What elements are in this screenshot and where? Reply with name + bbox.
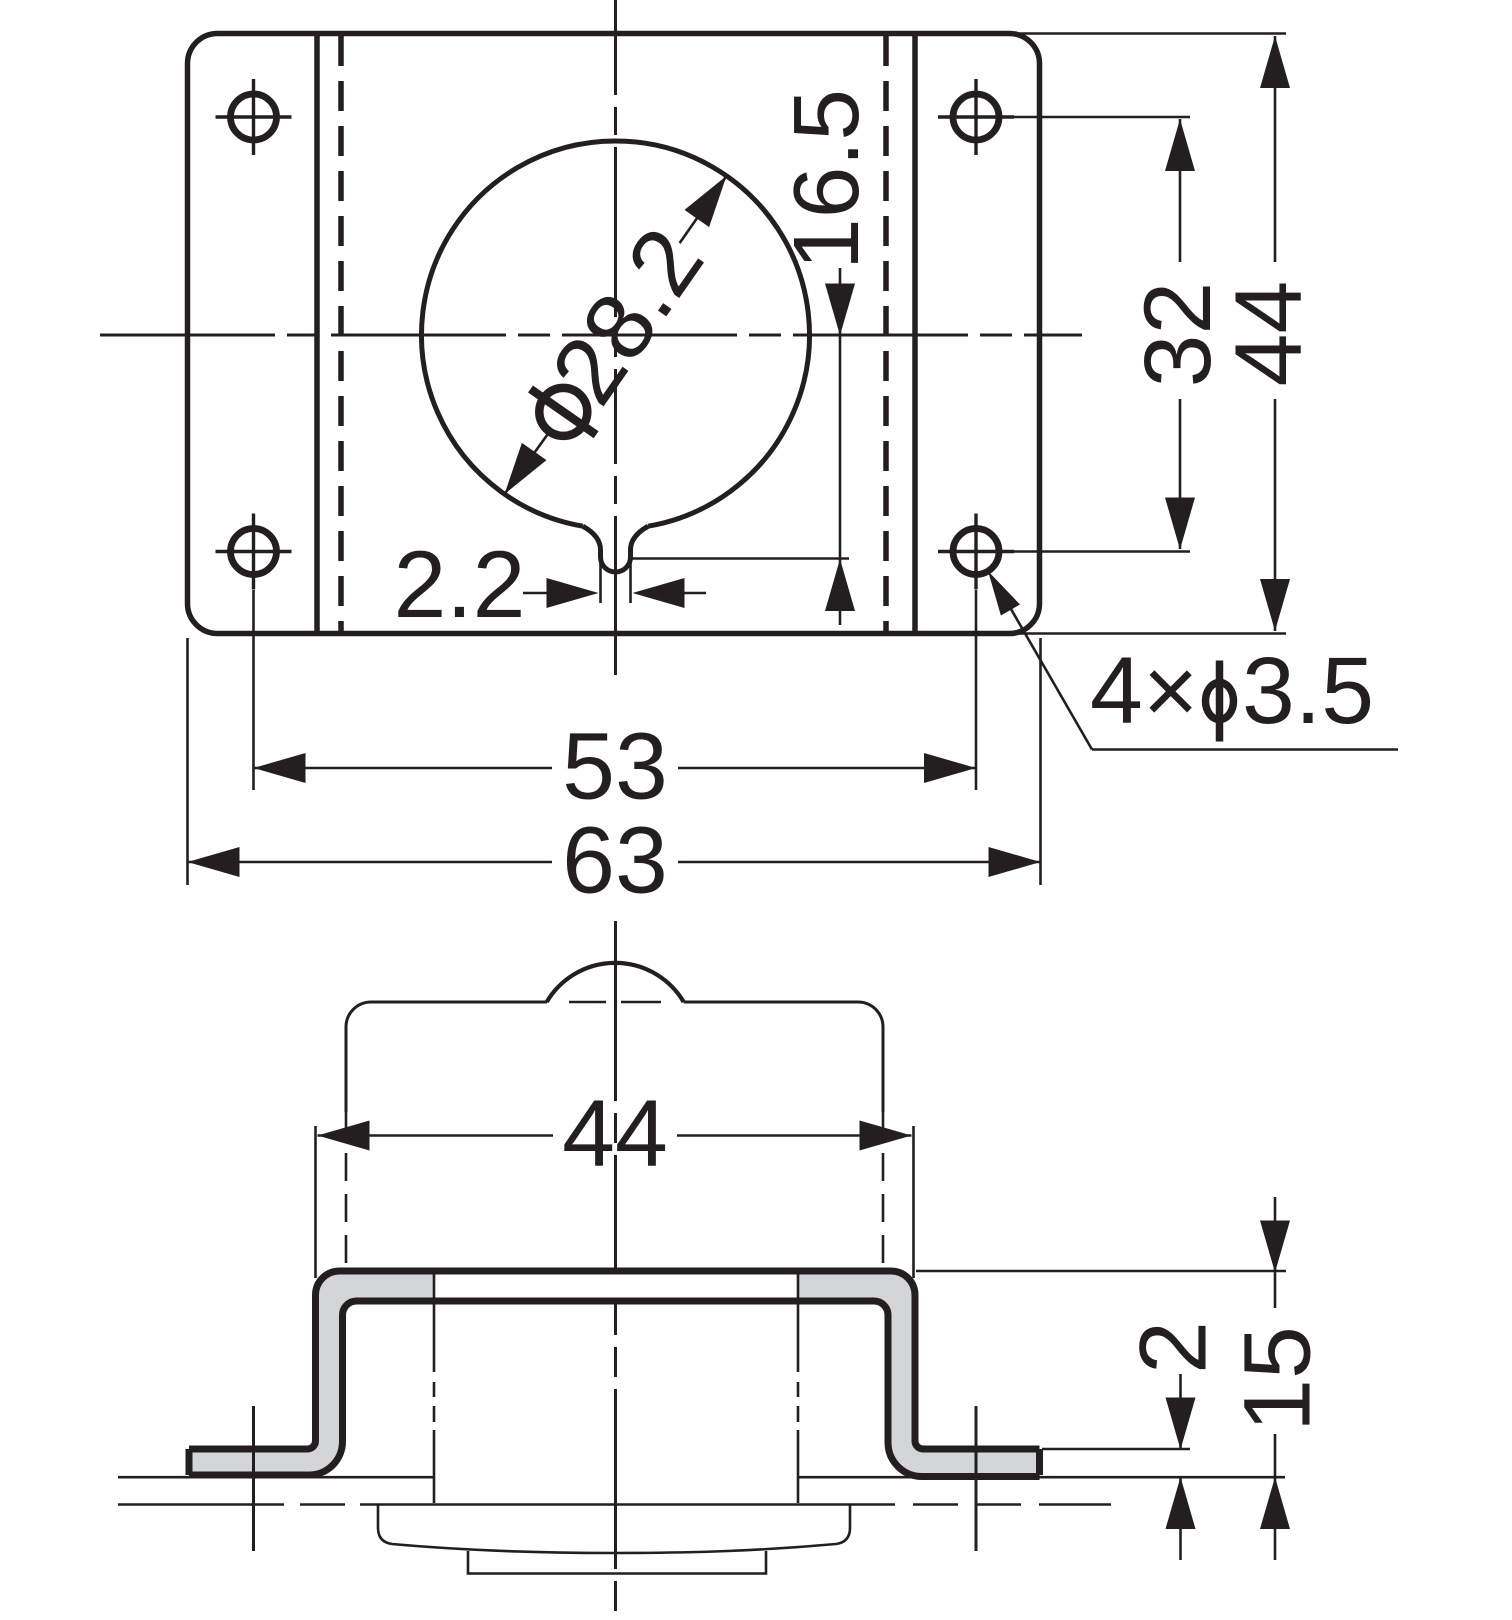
svg-text:15: 15 [1225,1326,1331,1432]
svg-text:32: 32 [1125,282,1231,388]
svg-text:3.5: 3.5 [1242,638,1374,744]
svg-text:2: 2 [1121,1321,1227,1374]
svg-text:53: 53 [562,714,668,820]
svg-text:16.5: 16.5 [774,89,878,270]
svg-text:63: 63 [562,808,668,914]
svg-text:2.2: 2.2 [393,532,525,638]
svg-text:44: 44 [1216,281,1322,387]
svg-text:44: 44 [562,1081,668,1187]
svg-text:4×: 4× [1090,638,1198,744]
